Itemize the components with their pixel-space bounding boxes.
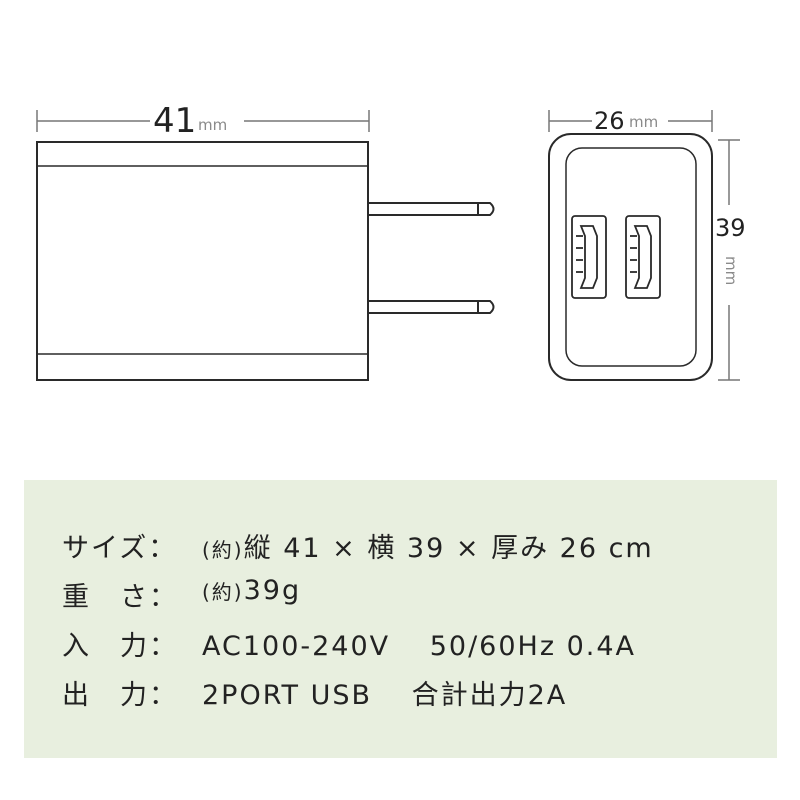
width-dimension-line: [36, 110, 370, 132]
plug-prong-bottom: [367, 300, 495, 314]
spec-text-size: 縦 41 × 横 39 × 厚み 26 cm: [243, 533, 654, 564]
usb-port-1: [571, 215, 607, 299]
width-unit: mm: [198, 116, 227, 134]
spec-row-size: サイズ： (約)縦 41 × 横 39 × 厚み 26 cm: [24, 526, 777, 575]
height-value: 39: [715, 214, 746, 242]
height-dimension-line: [718, 139, 740, 381]
side-view: 41 mm: [36, 101, 495, 381]
spec-prefix-weight: (約): [202, 580, 244, 604]
spec-text-weight: 39g: [243, 575, 302, 606]
spec-value-size: (約)縦 41 × 横 39 × 厚み 26 cm: [202, 526, 654, 565]
front-view: 26 mm 39 mm: [548, 107, 746, 381]
spec-row-input: 入 力： AC100-240V 50/60Hz 0.4A: [24, 624, 777, 673]
spec-label-output: 出 力：: [62, 680, 178, 711]
depth-unit: mm: [629, 113, 658, 131]
spec-row-weight: 重 さ： (約)39g: [24, 575, 777, 624]
height-unit: mm: [722, 256, 740, 285]
width-value: 41: [153, 101, 196, 141]
depth-value: 26: [594, 107, 625, 135]
charger-dimension-diagram: 41 mm 26 mm: [36, 101, 746, 381]
spec-row-output: 出 力： 2PORT USB 合計出力2A: [24, 673, 777, 722]
spec-label-size: サイズ：: [62, 533, 178, 564]
charger-body-front-inner: [565, 147, 697, 367]
spec-label-weight: 重 さ：: [62, 582, 178, 613]
spec-label-input: 入 力：: [62, 631, 178, 662]
depth-dimension-line: [548, 110, 713, 132]
charger-body-side: [36, 141, 369, 381]
spec-value-weight: (約)39g: [202, 575, 301, 606]
spec-prefix-size: (約): [202, 538, 244, 562]
plug-prong-top: [367, 202, 495, 216]
spec-value-input: AC100-240V 50/60Hz 0.4A: [202, 631, 636, 662]
spec-panel: サイズ： (約)縦 41 × 横 39 × 厚み 26 cm 重 さ： (約)3…: [24, 480, 777, 758]
usb-port-2: [625, 215, 661, 299]
spec-value-output: 2PORT USB 合計出力2A: [202, 680, 568, 711]
